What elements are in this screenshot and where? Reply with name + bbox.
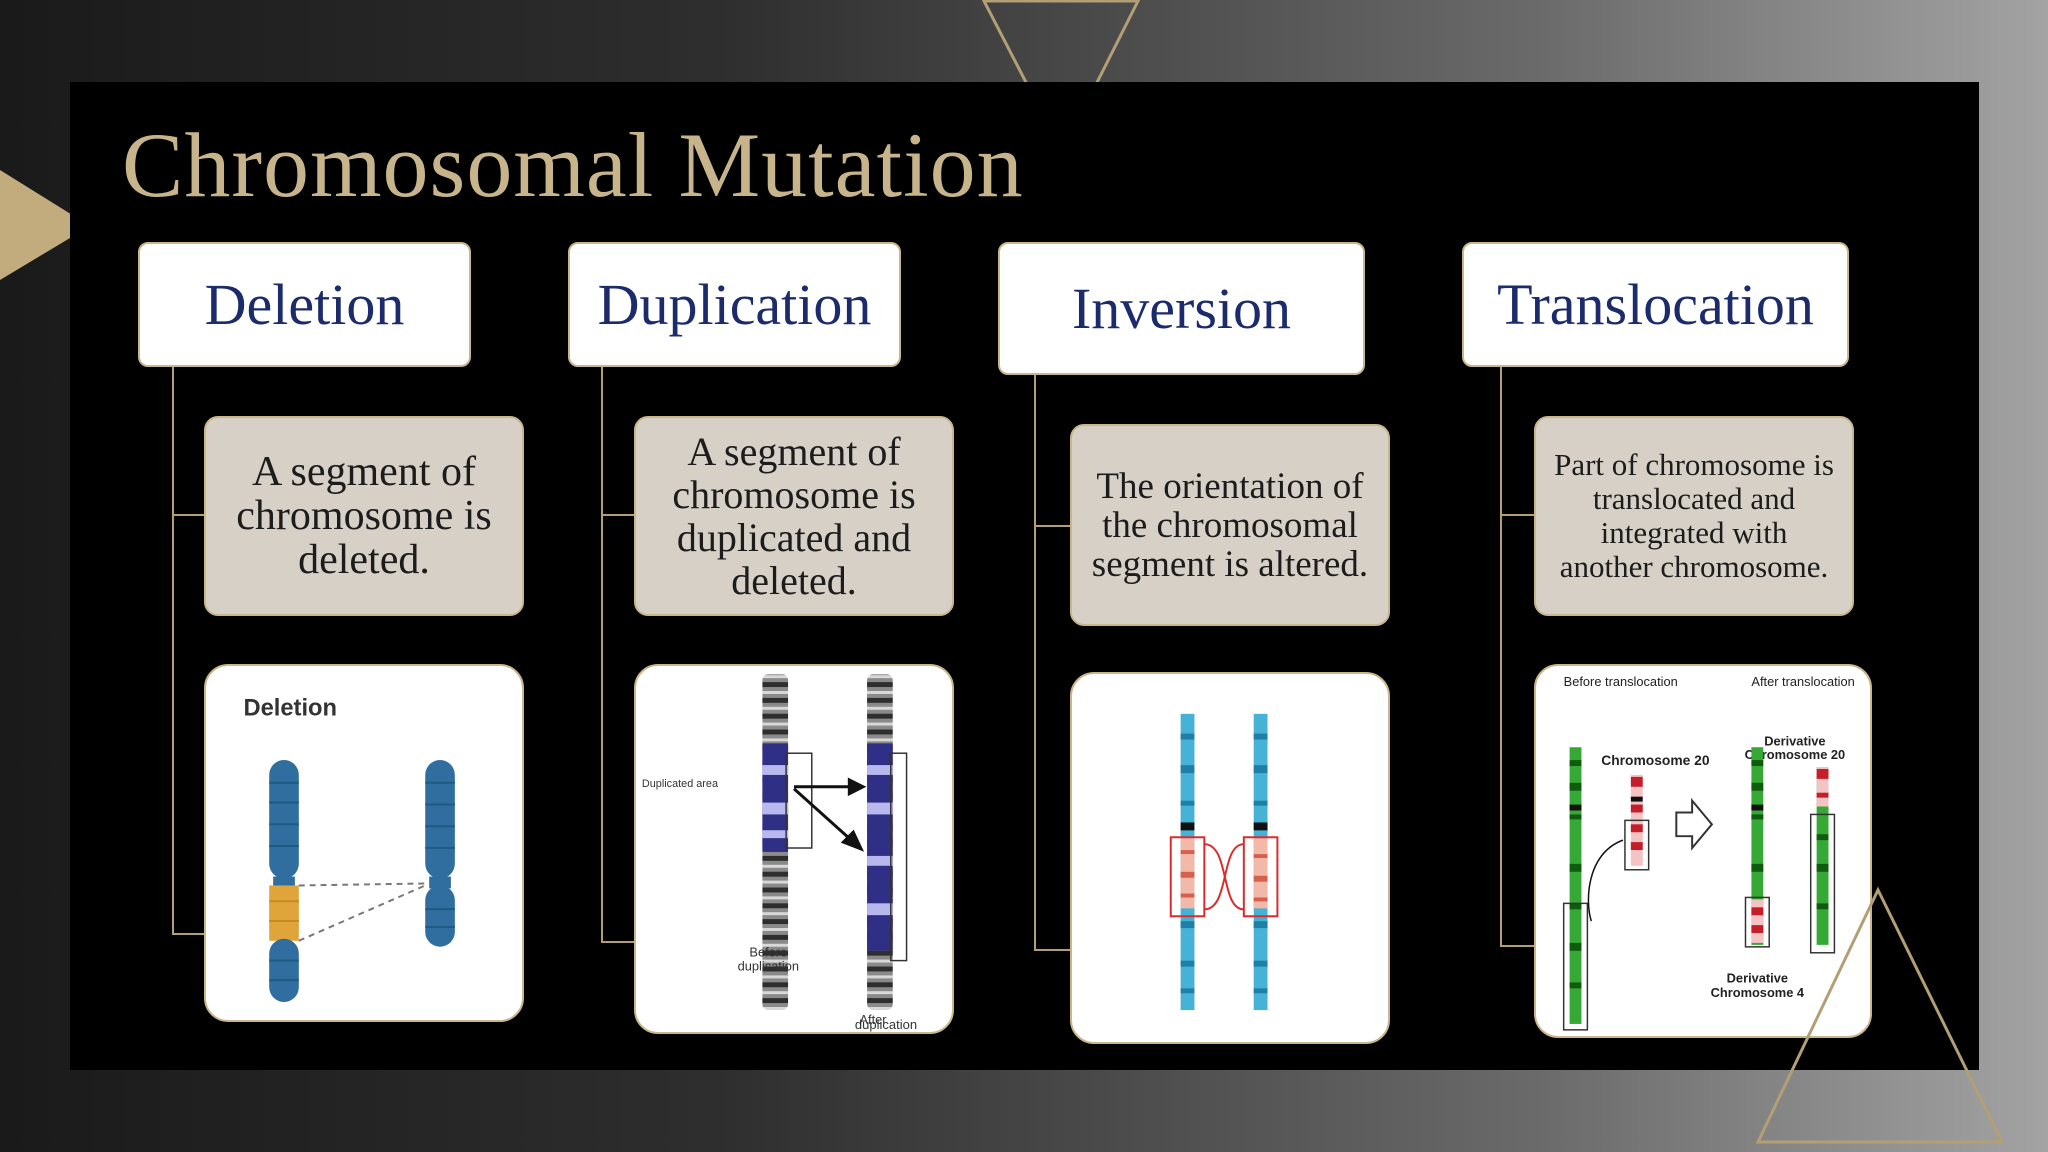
- slide-stage: Chromosomal Mutation Deletion A segment …: [70, 82, 1979, 1070]
- connector-duplication: [601, 367, 603, 943]
- inversion-arrows: [1204, 843, 1245, 911]
- heading-translocation-label: Translocation: [1497, 272, 1814, 337]
- connector-translocation-desc: [1500, 514, 1534, 516]
- desc-deletion-text: A segment of chromosome is deleted.: [236, 449, 492, 583]
- deriv20-label-1: Derivative: [1764, 733, 1825, 748]
- connector-deletion-img: [172, 933, 204, 935]
- after-translocation-label: After translocation: [1751, 674, 1854, 689]
- segment-after: [867, 743, 893, 951]
- desc-duplication-text: A segment of chromosome is duplicated an…: [672, 429, 916, 603]
- duplicated-area-box: [785, 752, 813, 849]
- centromere-right: [429, 876, 451, 889]
- centromere-left: [273, 876, 295, 889]
- connector-translocation: [1500, 367, 1502, 947]
- desc-duplication: A segment of chromosome is duplicated an…: [634, 416, 954, 616]
- decor-triangle-bottom-right: [1755, 886, 2005, 1144]
- connector-deletion: [172, 367, 174, 935]
- duplicated-area-label: Duplicated area: [642, 778, 719, 790]
- desc-deletion: A segment of chromosome is deleted.: [204, 416, 524, 616]
- translocation-direction-arrow: [1675, 797, 1714, 851]
- swap-arrow: [1587, 839, 1624, 922]
- heading-duplication: Duplication: [568, 242, 901, 367]
- slide-title: Chromosomal Mutation: [122, 114, 1024, 216]
- diagram-deletion: Deletion: [204, 664, 524, 1022]
- duplication-arrows: [793, 777, 867, 852]
- chromosome-20-before: [1624, 774, 1650, 871]
- deriv4-label-2: Chromosome 4: [1711, 985, 1805, 1000]
- duplication-diagram-svg: Duplicated area Before duplication After: [642, 674, 908, 1027]
- chromosome-right-arm-bottom: [425, 885, 455, 947]
- inversion-diagram-svg: [1169, 713, 1279, 1011]
- connector-duplication-desc: [601, 514, 634, 516]
- desc-translocation: Part of chromosome is translocated and i…: [1534, 416, 1854, 616]
- desc-inversion-text: The orientation of the chromosomal segme…: [1091, 465, 1369, 585]
- connector-duplication-img: [601, 941, 634, 943]
- left-bands: [269, 781, 299, 982]
- chromosome-left-arm-bottom: [269, 938, 299, 1002]
- chromosome-right-arm-top: [425, 760, 455, 879]
- before-label-2: duplication: [738, 958, 799, 973]
- decor-triangle-left: [0, 170, 90, 280]
- heading-translocation: Translocation: [1462, 242, 1849, 367]
- deletion-diagram-svg: Deletion: [244, 696, 455, 1002]
- translocation-diagram-svg: Before translocation After translocation…: [1562, 674, 1855, 1031]
- connector-translocation-img: [1500, 945, 1534, 947]
- decor-triangle-top: [982, 0, 1141, 156]
- deletion-dashed-lines: [298, 882, 426, 942]
- connector-inversion-img: [1034, 949, 1070, 951]
- diagram-duplication: Duplicated area Before duplication After: [634, 664, 954, 1034]
- derivative-chromosome-4: [1744, 747, 1770, 948]
- heading-inversion: Inversion: [998, 242, 1365, 375]
- desc-translocation-text: Part of chromosome is translocated and i…: [1554, 447, 1834, 584]
- connector-deletion-desc: [172, 514, 204, 516]
- deletion-diagram-title: Deletion: [244, 696, 337, 722]
- chromosome-20-label: Chromosome 20: [1601, 752, 1710, 768]
- deriv20-label-2: Chromosome 20: [1745, 747, 1846, 762]
- inversion-chromosome-right: [1242, 713, 1279, 1011]
- desc-inversion: The orientation of the chromosomal segme…: [1070, 424, 1390, 626]
- chromosome-4-before: [1562, 747, 1589, 1031]
- diagram-inversion: [1070, 672, 1390, 1044]
- after-label-1: After: [859, 1012, 887, 1027]
- deriv4-label-1: Derivative: [1727, 970, 1788, 985]
- deleted-segment: [269, 885, 299, 941]
- heading-duplication-label: Duplication: [597, 272, 872, 337]
- heading-inversion-label: Inversion: [1071, 276, 1292, 341]
- before-label-1: Before: [749, 945, 787, 960]
- connector-inversion: [1034, 375, 1036, 951]
- before-translocation-label: Before translocation: [1564, 674, 1678, 689]
- heading-deletion: Deletion: [138, 242, 471, 367]
- after-area-box: [890, 752, 908, 962]
- connector-inversion-desc: [1034, 525, 1070, 527]
- heading-deletion-label: Deletion: [204, 272, 405, 337]
- chromosome-left-arm-top: [269, 760, 299, 879]
- diagram-translocation: Before translocation After translocation…: [1534, 664, 1872, 1038]
- inversion-chromosome-left: [1169, 713, 1206, 1011]
- after-label-line2: duplication: [854, 1017, 918, 1032]
- after-duplication-caption: duplication: [826, 1018, 946, 1032]
- derivative-chromosome-20: [1809, 767, 1836, 954]
